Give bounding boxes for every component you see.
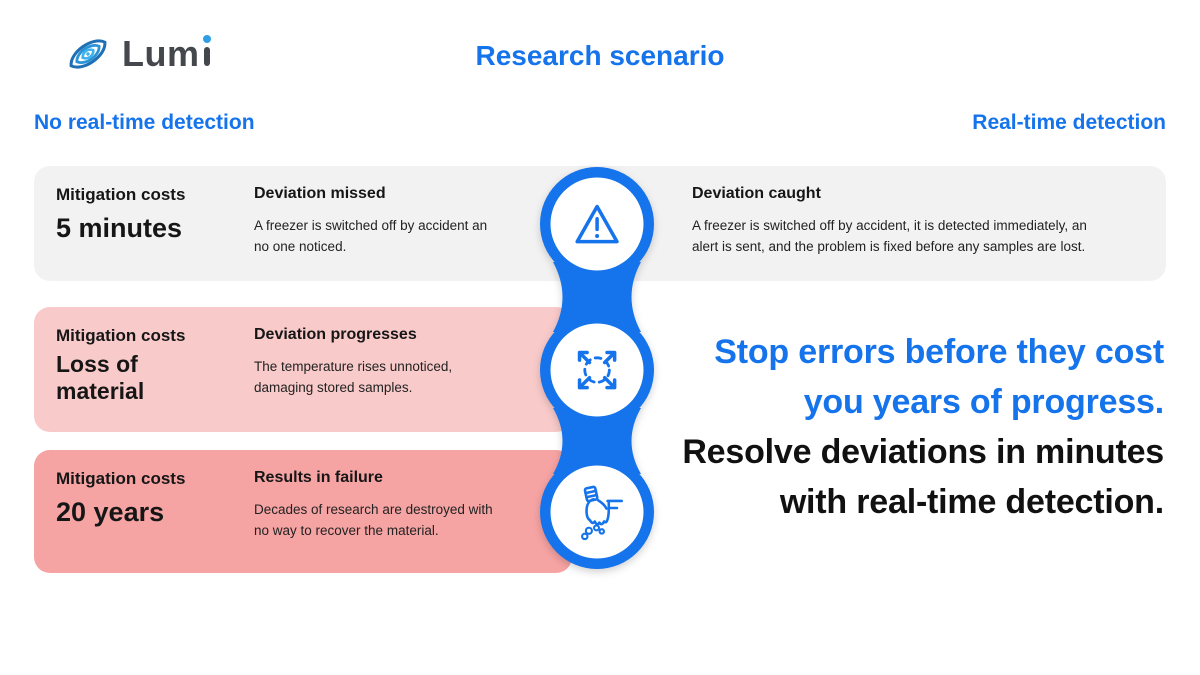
crushing-hand-icon (581, 485, 623, 541)
deviation-caught-body: A freezer is switched off by accident, i… (692, 218, 1087, 254)
mitigation-costs-label: Mitigation costs (56, 326, 186, 345)
callout-rest: Resolve deviations in minutes with real-… (682, 433, 1164, 521)
deviation-title: Deviation progresses (254, 326, 417, 343)
mitigation-costs-label: Mitigation costs (56, 469, 186, 488)
mitigation-costs-value: 20 years (56, 497, 165, 527)
deviation-body: The temperature rises unnoticed, damagin… (254, 359, 453, 395)
deviation-title: Results in failure (254, 469, 383, 486)
scenario-card-results-in-failure: Mitigation costs 20 years Results in fai… (34, 450, 572, 573)
deviation-body: Decades of research are destroyed with n… (254, 502, 493, 538)
deviation-body: A freezer is switched off by accident an… (254, 218, 488, 254)
lumi-swirl-icon (69, 39, 107, 69)
logo-wordmark: Lum (122, 33, 211, 75)
column-heading-no-realtime: No real-time detection (34, 111, 255, 134)
column-heading-realtime: Real-time detection (972, 111, 1166, 134)
expand-arrows-icon (577, 350, 617, 390)
scenario-card-deviation-progresses: Mitigation costs Loss of material Deviat… (34, 307, 572, 432)
mitigation-costs-value: 5 minutes (56, 213, 183, 243)
chain-neck (553, 262, 641, 332)
timeline-chain (540, 167, 654, 569)
deviation-title: Deviation missed (254, 185, 386, 202)
logo-letter-i (202, 35, 211, 66)
lumi-logo: Lum (62, 28, 211, 80)
deviation-caught-title: Deviation caught (692, 185, 821, 202)
callout-highlight: Stop errors before they cost you years o… (714, 333, 1164, 421)
page-title: Research scenario (475, 40, 725, 71)
logo-text: Lum (122, 33, 200, 74)
logo-i-dot (202, 35, 211, 43)
callout-text: Stop errors before they cost you years o… (682, 327, 1164, 527)
mitigation-costs-label: Mitigation costs (56, 185, 186, 204)
mitigation-costs-value: Loss of material (56, 351, 145, 404)
warning-triangle-icon (575, 204, 619, 244)
chain-neck (553, 408, 641, 474)
